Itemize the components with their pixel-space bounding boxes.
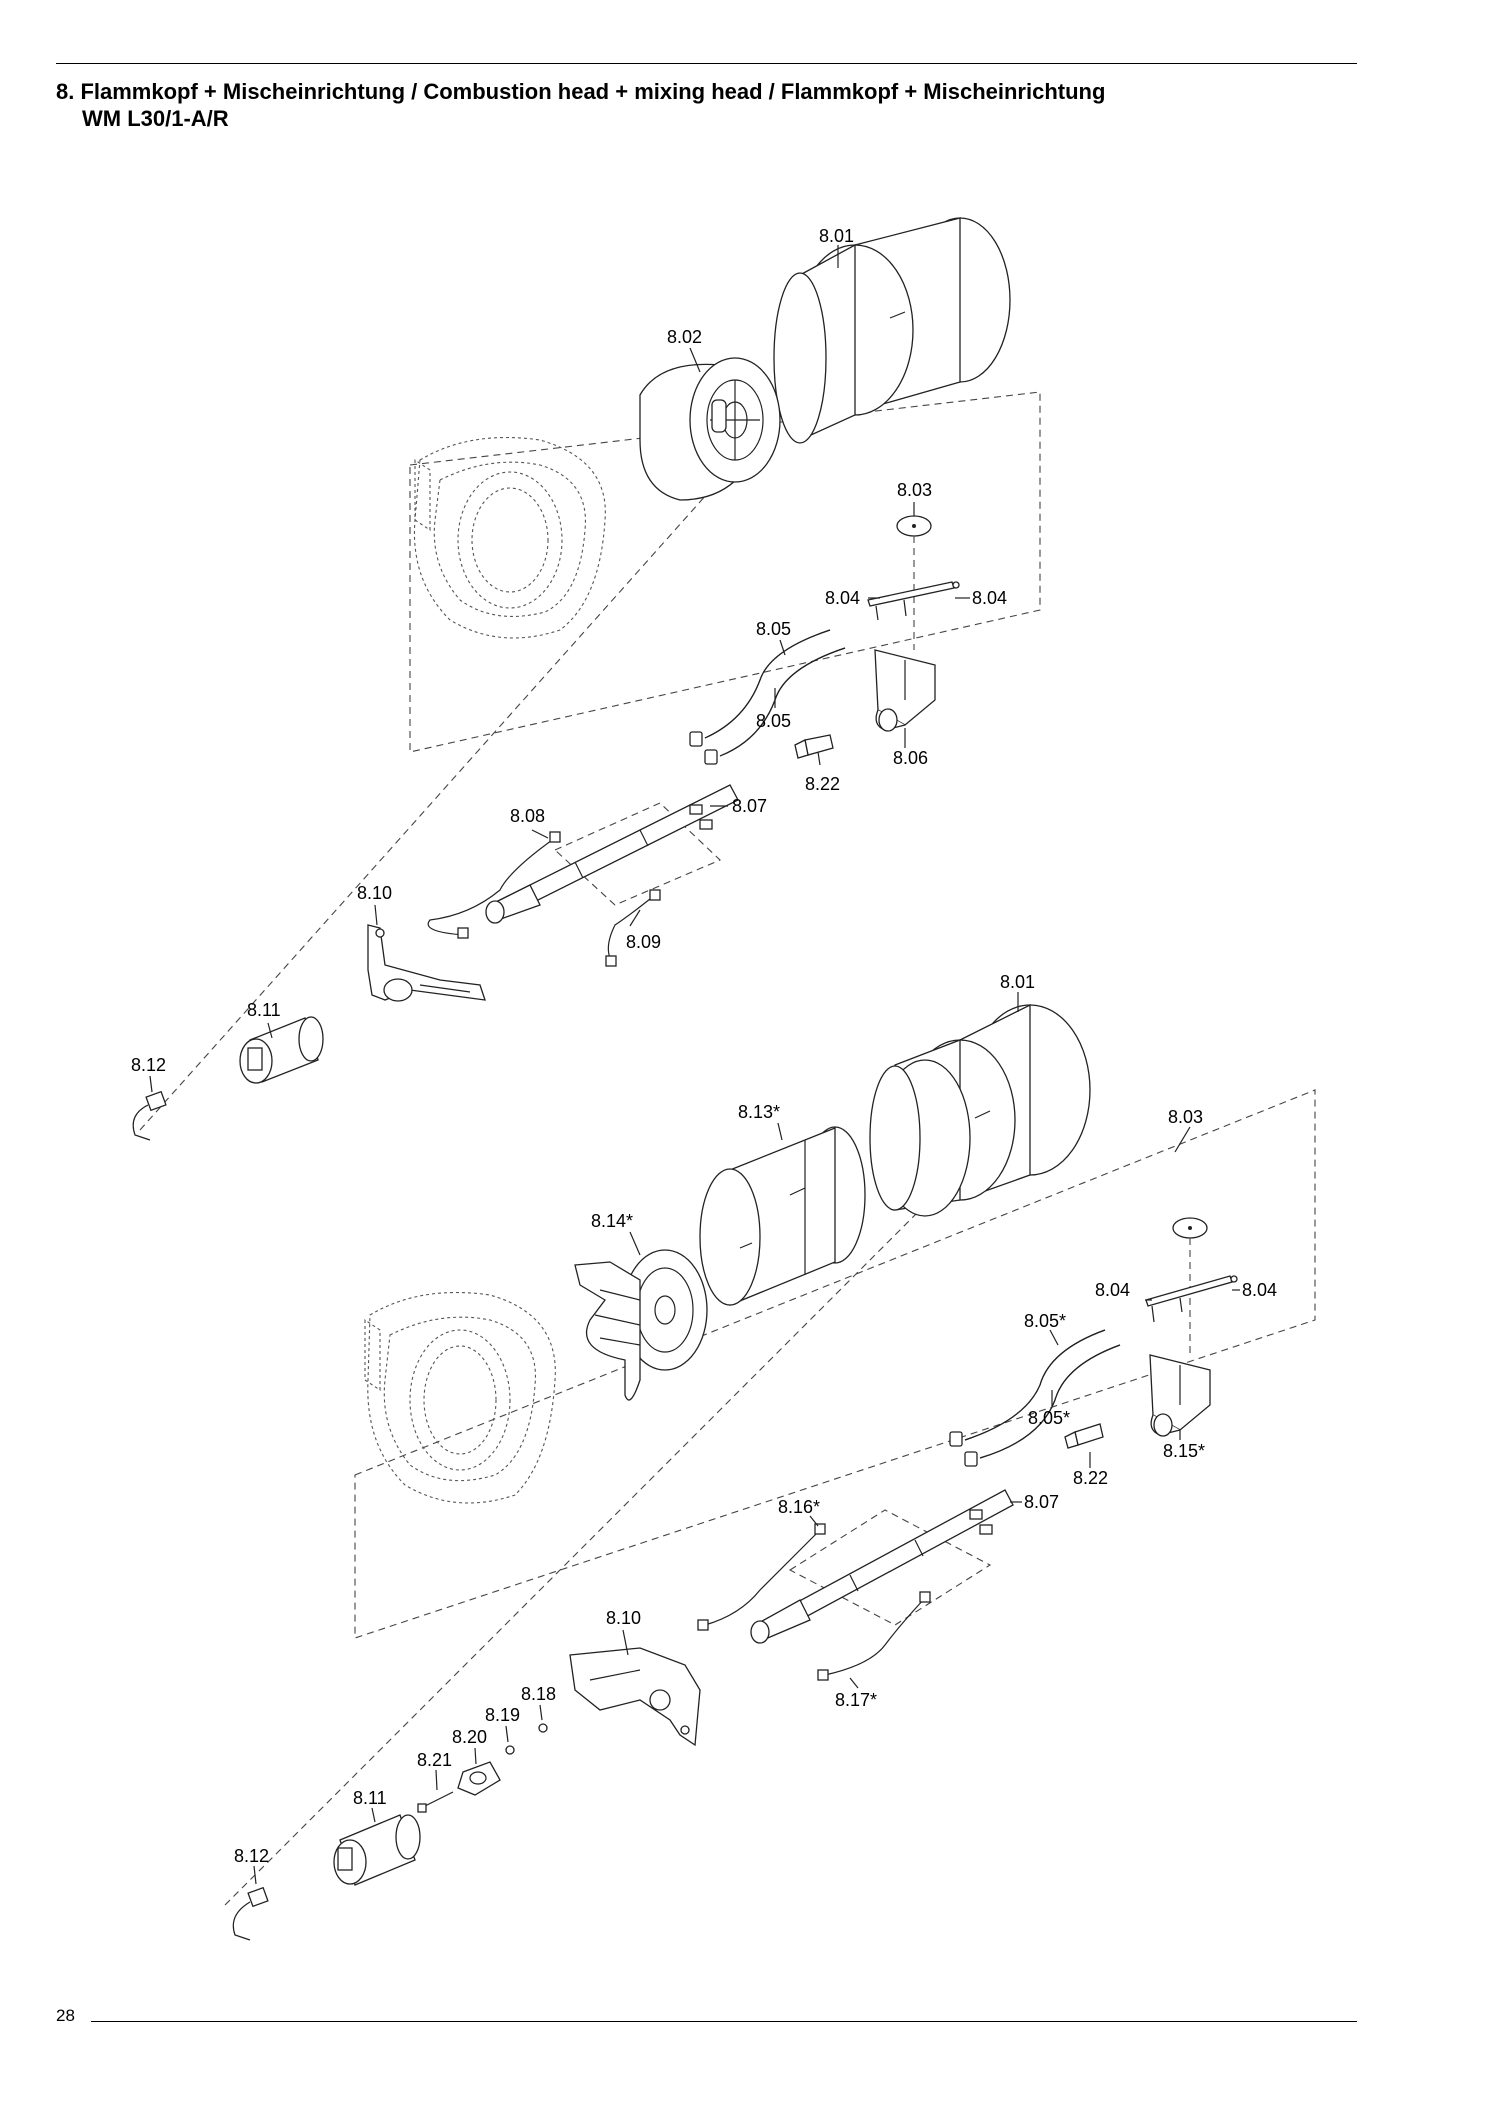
upper-assembly: 8.01 8.02 8.03 8.04 8.04 8.05 8.05 8.06 … — [131, 217, 1041, 1141]
callout-808-upper: 8.08 — [510, 806, 545, 826]
callout-804b-upper: 8.04 — [972, 588, 1007, 608]
combustion-tube-801-lower — [869, 1003, 1091, 1217]
callout-814-lower: 8.14* — [591, 1211, 633, 1231]
callout-812-upper: 8.12 — [131, 1055, 166, 1075]
nozzle-line-807 — [485, 784, 739, 924]
mounting-bracket-810 — [367, 924, 486, 1002]
callout-805b-lower: 8.05* — [1028, 1408, 1070, 1428]
callout-804a-upper: 8.04 — [825, 588, 860, 608]
callout-806-upper: 8.06 — [893, 748, 928, 768]
callout-801-lower: 8.01 — [1000, 972, 1035, 992]
ignition-electrodes-804-lower — [1145, 1275, 1238, 1323]
upper-dashed-subframe — [554, 802, 721, 906]
callout-810-lower: 8.10 — [606, 1608, 641, 1628]
header-rule — [56, 63, 1357, 64]
ignition-electrodes-804 — [867, 581, 960, 621]
callout-802-upper: 8.02 — [667, 327, 702, 347]
housing-flange-upper — [413, 436, 606, 639]
callout-809-upper: 8.09 — [626, 932, 661, 952]
callout-811-upper: 8.11 — [247, 1000, 281, 1020]
title-line-1: 8. Flammkopf + Mischeinrichtung / Combus… — [56, 79, 1106, 104]
upper-leader-lines — [149, 245, 970, 1093]
oil-nozzle-822-lower — [1064, 1423, 1104, 1449]
callout-811-lower: 8.11 — [353, 1788, 387, 1808]
electrode-holder-806 — [874, 649, 936, 732]
baffle-plate-802 — [639, 357, 781, 501]
washer-819 — [505, 1745, 515, 1755]
callout-821-lower: 8.21 — [417, 1750, 452, 1770]
callout-803-lower: 8.03 — [1168, 1107, 1203, 1127]
tube-extension-813 — [699, 1126, 866, 1306]
baffle-plate-814 — [574, 1249, 708, 1401]
combustion-tube-801 — [773, 217, 1011, 444]
page-title: 8. Flammkopf + Mischeinrichtung / Combus… — [56, 78, 1105, 132]
connector-812-lower — [232, 1886, 269, 1941]
callout-803-upper: 8.03 — [897, 480, 932, 500]
callout-805a-lower: 8.05* — [1024, 1311, 1066, 1331]
callout-805a-upper: 8.05 — [756, 619, 791, 639]
oil-line-816 — [704, 1529, 821, 1626]
lower-axis-line — [224, 1079, 1051, 1906]
callout-819-lower: 8.19 — [485, 1705, 520, 1725]
oil-nozzle-822 — [794, 734, 834, 759]
housing-flange-lower — [364, 1291, 556, 1504]
callout-807-upper: 8.07 — [732, 796, 767, 816]
callout-817-lower: 8.17* — [835, 1690, 877, 1710]
callout-804b-lower: 8.04 — [1242, 1280, 1277, 1300]
lower-dashed-subframe — [788, 1509, 992, 1626]
ignition-transformer-811-lower — [333, 1814, 421, 1886]
lower-leader-lines — [253, 992, 1240, 1885]
ignition-transformer-811 — [239, 1016, 324, 1084]
callout-813-lower: 8.13* — [738, 1102, 780, 1122]
callout-810-upper: 8.10 — [357, 883, 392, 903]
oil-line-817 — [824, 1597, 926, 1676]
mounting-bracket-810-lower — [569, 1647, 701, 1747]
callout-807-lower: 8.07 — [1024, 1492, 1059, 1512]
electrode-holder-815 — [1149, 1354, 1211, 1437]
oil-line-808 — [427, 837, 556, 936]
callout-812-lower: 8.12 — [234, 1846, 269, 1866]
screw-821 — [417, 1791, 454, 1813]
page-number: 28 — [56, 2006, 75, 2025]
callout-820-lower: 8.20 — [452, 1727, 487, 1747]
callout-801-upper: 8.01 — [819, 226, 854, 246]
connector-812 — [132, 1090, 167, 1141]
callout-804a-lower: 8.04 — [1095, 1280, 1130, 1300]
callout-815-lower: 8.15* — [1163, 1441, 1205, 1461]
callout-816-lower: 8.16* — [778, 1497, 820, 1517]
gasket-820 — [457, 1761, 501, 1796]
title-line-2: WM L30/1-A/R — [82, 106, 229, 131]
callout-818-lower: 8.18 — [521, 1684, 556, 1704]
footer-rule — [91, 2021, 1357, 2022]
callout-822-upper: 8.22 — [805, 774, 840, 794]
callout-805b-upper: 8.05 — [756, 711, 791, 731]
nozzle-line-807-lower — [750, 1489, 1014, 1644]
washer-818 — [538, 1723, 548, 1733]
lower-dashed-frame — [354, 1089, 1316, 1639]
callout-822-lower: 8.22 — [1073, 1468, 1108, 1488]
ignition-cables-805-lower — [949, 1329, 1121, 1467]
oil-line-809 — [607, 894, 656, 959]
lower-assembly: 8.01 8.13* 8.03 8.14* 8.04 8.04 8.05* 8.… — [224, 972, 1316, 1941]
